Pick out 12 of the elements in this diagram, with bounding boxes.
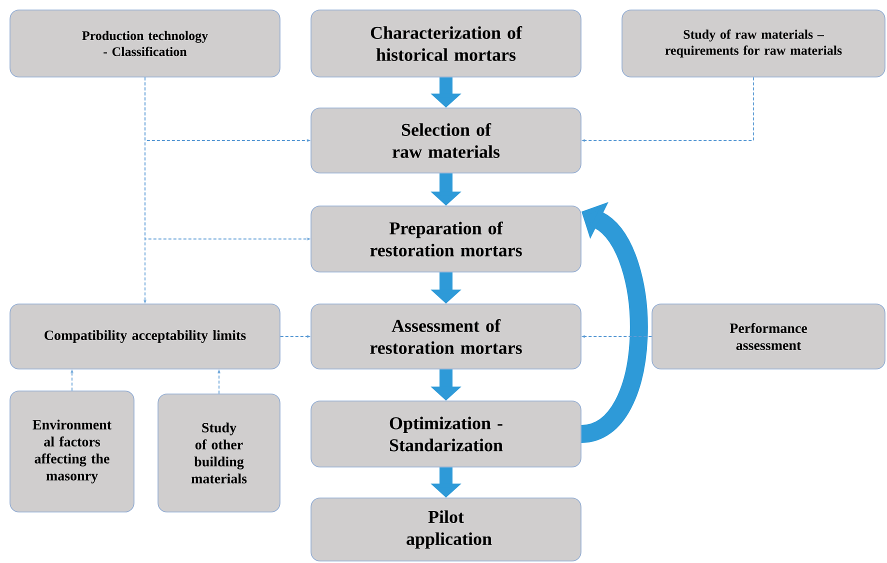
process-box: Performance assessment (652, 304, 886, 370)
process-box: Selection of raw materials (310, 108, 582, 174)
process-box: Optimization - Standarization (310, 400, 582, 468)
process-box: Preparation of restoration mortars (310, 206, 582, 272)
process-box: Study of raw materials – requirements for raw materials (622, 10, 886, 78)
process-box: Study of other building materials (158, 394, 280, 512)
process-box: Compatibility acceptability limits (10, 304, 280, 370)
process-box: Characterization of historical mortars (310, 10, 582, 78)
process-box: Pilot application (310, 498, 582, 562)
process-box: Assessment of restoration mortars (310, 304, 582, 370)
process-box: Production technology - Classification (10, 10, 280, 78)
process-box: Environment al factors affecting the masonry (10, 390, 134, 512)
